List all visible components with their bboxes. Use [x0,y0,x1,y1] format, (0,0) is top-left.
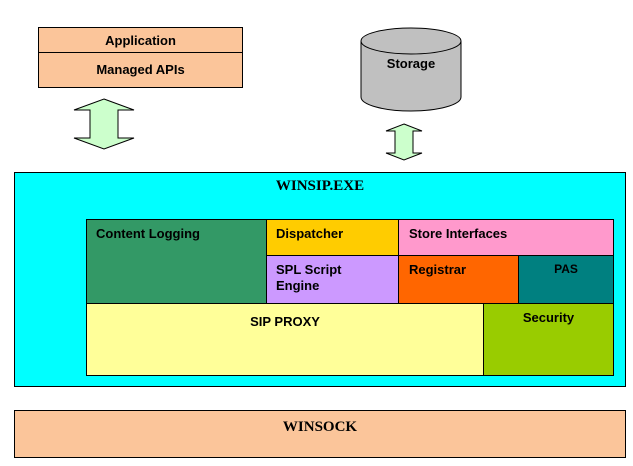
dispatcher-block: Dispatcher [266,219,399,256]
pas-block: PAS [518,255,614,304]
managed-apis-label: Managed APIs [96,62,185,77]
double-arrow-icon [385,123,423,161]
security-block: Security [483,303,614,376]
storage-label: Storage [386,56,436,71]
spl-script-engine-block: SPL Script Engine [266,255,399,304]
store-interfaces-block: Store Interfaces [398,219,614,256]
application-label: Application [39,28,242,53]
sip-proxy-block: SIP PROXY [86,303,484,376]
winsock-block: WINSOCK [14,410,626,458]
content-logging-block: Content Logging [86,219,267,304]
application-stack: Application Managed APIs [38,27,243,88]
winsip-title: WINSIP.EXE [275,178,365,194]
spl-label-line2: Engine [276,278,320,293]
double-arrow-icon [73,98,135,150]
storage-cylinder-icon [360,27,462,112]
registrar-block: Registrar [398,255,519,304]
spl-label-line1: SPL Script [276,262,342,277]
